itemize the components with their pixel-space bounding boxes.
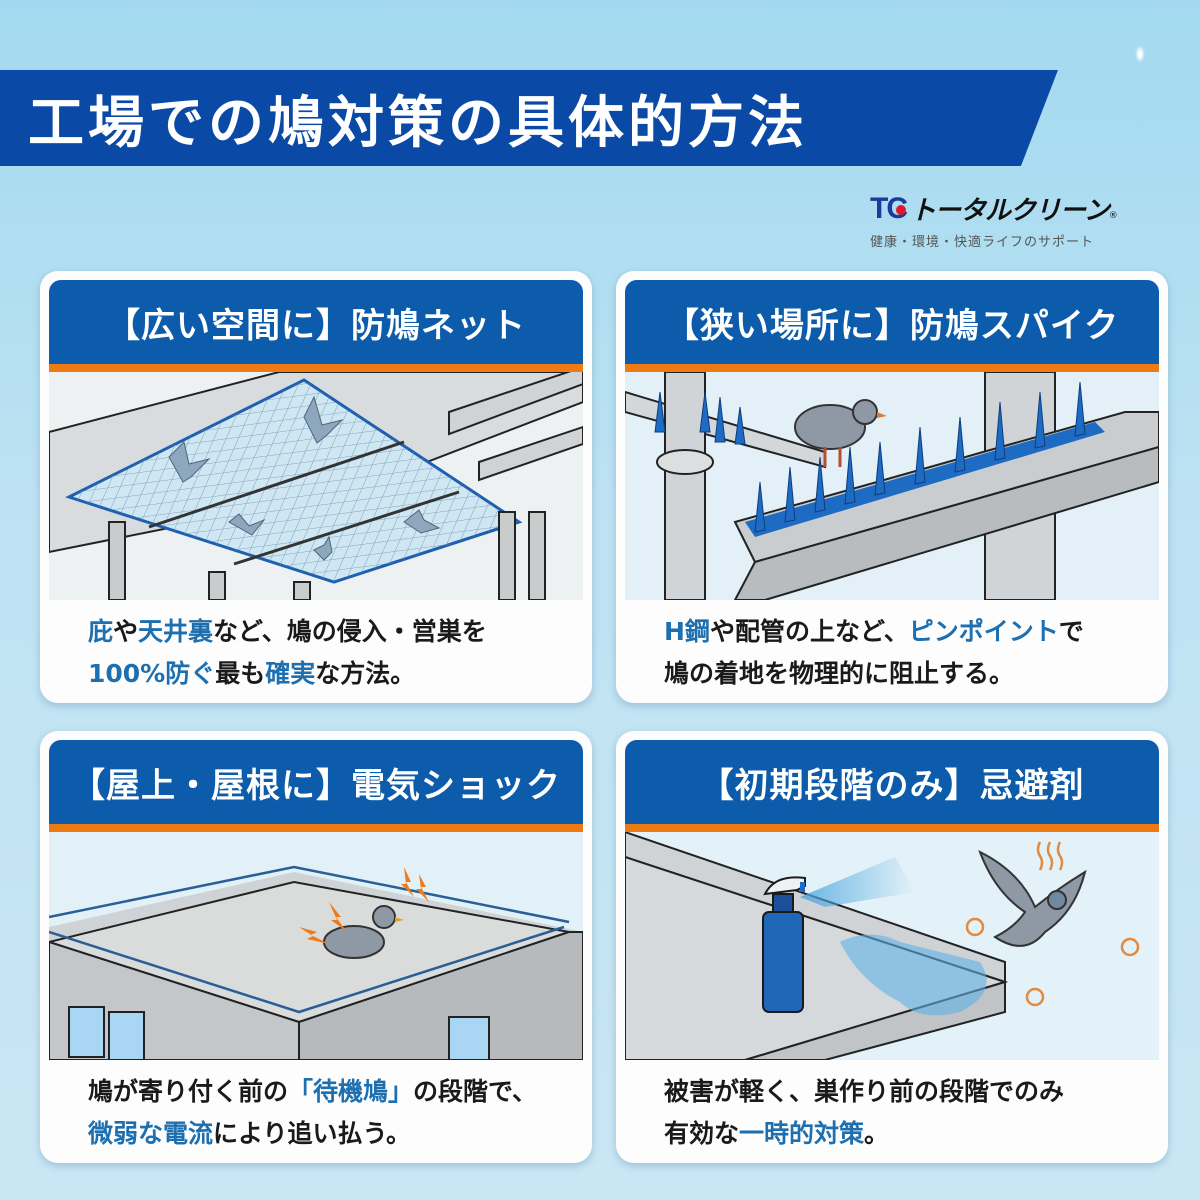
desc-text: の段階で、	[413, 1077, 538, 1106]
card-description: 庇や天井裏など、鳩の侵入・営巣を 100%防ぐ最も確実な方法。	[40, 611, 592, 695]
desc-text: な方法。	[315, 659, 416, 688]
desc-line-1: H鋼や配管の上など、ピンポイントで	[664, 611, 1128, 653]
desc-text: や配管の上など、	[709, 617, 909, 646]
desc-text-highlight: 「待機鳩」	[288, 1077, 414, 1106]
sparkle-decoration	[1135, 45, 1145, 63]
desc-line-1: 被害が軽く、巣作り前の段階でのみ	[664, 1071, 1128, 1113]
desc-text: 鳩が寄り付く前の	[88, 1077, 289, 1106]
desc-text-highlight: 100%防ぐ	[88, 659, 216, 688]
logo-name: トータルクリーン	[910, 196, 1110, 226]
desc-text: により追い払う。	[213, 1119, 412, 1148]
registered-mark: ®	[1108, 211, 1118, 221]
card-title: 【初期段階のみ】忌避剤	[699, 765, 1085, 806]
card-description: 被害が軽く、巣作り前の段階でのみ 有効な一時的対策。	[616, 1071, 1168, 1155]
desc-text: など、鳩の侵入・営巣を	[213, 617, 487, 646]
desc-text: 鳩の着地を物理的に阻止する。	[664, 659, 1015, 688]
card-description: H鋼や配管の上など、ピンポイントで 鳩の着地を物理的に阻止する。	[616, 611, 1168, 695]
card-electric-shock: 【屋上・屋根に】電気ショック 鳩が寄り付く前の「待機鳩」の段	[40, 731, 592, 1163]
card-title: 【屋上・屋根に】電気ショック	[71, 765, 561, 806]
desc-text-highlight: H鋼	[664, 617, 710, 646]
page-title: 工場での鳩対策の具体的方法	[28, 90, 808, 156]
desc-line-1: 庇や天井裏など、鳩の侵入・営巣を	[88, 611, 552, 653]
desc-text: や	[113, 617, 139, 646]
card-title: 【狭い場所に】防鳩スパイク	[664, 305, 1120, 346]
card-description: 鳩が寄り付く前の「待機鳩」の段階で、 微弱な電流により追い払う。	[40, 1071, 592, 1155]
logo-tagline: 健康・環境・快適ライフのサポート	[870, 235, 1095, 250]
desc-line-2: 有効な一時的対策。	[664, 1113, 1128, 1155]
electric-shock-illustration-icon	[49, 832, 583, 1060]
desc-text: 。	[864, 1119, 890, 1148]
desc-line-2: 微弱な電流により追い払う。	[88, 1113, 552, 1155]
logo-dot-icon	[896, 204, 906, 215]
card-header: 【広い空間に】防鳩ネット	[49, 280, 583, 364]
desc-text-highlight: 天井裏	[138, 617, 214, 646]
desc-text: で	[1058, 617, 1084, 646]
card-header: 【初期段階のみ】忌避剤	[625, 740, 1159, 824]
desc-text-highlight: 一時的対策	[739, 1119, 865, 1148]
accent-stripe	[625, 364, 1159, 372]
card-header: 【狭い場所に】防鳩スパイク	[625, 280, 1159, 364]
desc-line-2: 鳩の着地を物理的に阻止する。	[664, 653, 1128, 695]
desc-line-2: 100%防ぐ最も確実な方法。	[88, 653, 552, 695]
company-logo: TC トータルクリーン ® 健康・環境・快適ライフのサポート	[870, 190, 1160, 251]
bird-net-illustration-icon	[49, 372, 583, 600]
desc-text: 被害が軽く、巣作り前の段階でのみ	[664, 1077, 1065, 1106]
accent-stripe	[49, 364, 583, 372]
card-title: 【広い空間に】防鳩ネット	[106, 305, 526, 346]
bird-spikes-illustration-icon	[625, 372, 1159, 600]
desc-text: 有効な	[664, 1119, 740, 1148]
desc-text-highlight: 微弱な電流	[88, 1119, 214, 1148]
desc-text-highlight: 庇	[88, 617, 114, 646]
card-bird-net: 【広い空間に】防鳩ネット	[40, 271, 592, 703]
desc-text: 最も	[215, 659, 266, 688]
card-repellent: 【初期段階のみ】忌避剤	[616, 731, 1168, 1163]
card-header: 【屋上・屋根に】電気ショック	[49, 740, 583, 824]
accent-stripe	[49, 824, 583, 832]
title-banner: 工場での鳩対策の具体的方法	[0, 70, 1058, 166]
desc-text-highlight: ピンポイント	[908, 617, 1059, 646]
accent-stripe	[625, 824, 1159, 832]
desc-text-highlight: 確実	[265, 659, 316, 688]
card-bird-spikes: 【狭い場所に】防鳩スパイク	[616, 271, 1168, 703]
desc-line-1: 鳩が寄り付く前の「待機鳩」の段階で、	[88, 1071, 552, 1113]
repellent-illustration-icon	[625, 832, 1159, 1060]
